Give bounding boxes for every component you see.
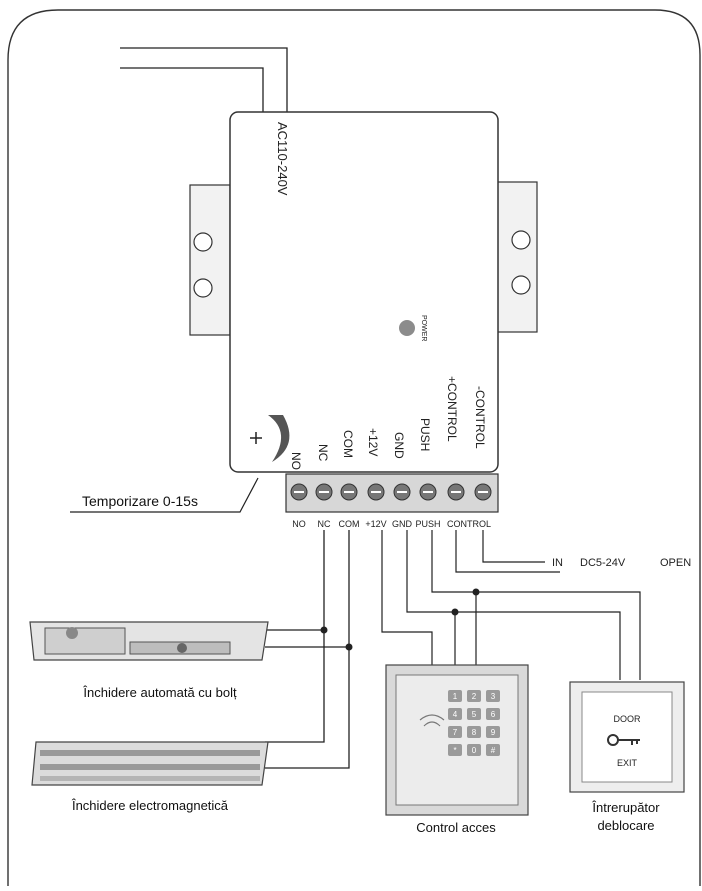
exit-button-door-text: DOOR (614, 714, 642, 724)
gnd-exit-wire (455, 611, 621, 680)
terminal-label-no: NO (289, 452, 303, 470)
power-led-label: POWER (420, 315, 427, 341)
control-open-label: OPEN (660, 557, 691, 569)
bottom-label-gnd: GND (392, 519, 413, 529)
bottom-label-12v: +12V (365, 519, 386, 529)
ac-wire-1 (120, 47, 288, 112)
pos-control-wire (455, 530, 560, 573)
key-star: * (453, 746, 456, 755)
exit-button-label-line2: deblocare (597, 818, 654, 833)
terminal-label-neg-control: -CONTROL (473, 386, 487, 449)
power-led (399, 320, 415, 336)
mount-hole (511, 275, 531, 295)
delay-label: Temporizare 0-15s (82, 493, 198, 509)
right-mounting-flange (494, 181, 538, 333)
bolt-lock (29, 621, 269, 661)
exit-button (569, 681, 685, 793)
terminal-label-pos-control: +CONTROL (445, 376, 459, 442)
magnetic-lock-label: Închidere electromagnetică (71, 798, 229, 813)
key-9: 9 (491, 728, 496, 737)
junction-dot (345, 643, 353, 651)
access-control-label: Control acces (416, 820, 496, 835)
bottom-label-control: CONTROL (447, 519, 491, 529)
bottom-label-no: NO (292, 519, 306, 529)
delay-knob (250, 415, 290, 462)
key-5: 5 (472, 710, 477, 719)
mount-hole (511, 230, 531, 250)
push-exit-wire (476, 591, 641, 680)
key-4: 4 (453, 710, 458, 719)
control-in-label: IN (552, 557, 563, 569)
key-0: 0 (472, 746, 477, 755)
delay-pointer-line (70, 477, 259, 513)
com-wire (265, 530, 350, 769)
bottom-label-com: COM (339, 519, 360, 529)
key-7: 7 (453, 728, 458, 737)
control-voltage-label: DC5-24V (580, 557, 626, 569)
nc-wire (265, 530, 325, 743)
outer-frame-left (7, 9, 59, 886)
terminal-screws (290, 483, 492, 501)
mount-hole (193, 232, 213, 252)
terminal-label-nc: NC (316, 444, 330, 462)
left-mounting-flange (189, 184, 231, 336)
bottom-label-push: PUSH (415, 519, 440, 529)
ac-wire-2 (120, 67, 264, 112)
key-hash: # (491, 746, 496, 755)
terminal-label-push: PUSH (418, 418, 432, 451)
junction-dot (451, 608, 459, 616)
outer-frame-right (58, 9, 701, 886)
terminal-label-12v: +12V (366, 428, 380, 456)
12v-wire (381, 530, 433, 665)
access-control-keypad (385, 664, 529, 816)
exit-button-label-line1: Întrerupător (591, 800, 660, 815)
magnetic-lock (31, 741, 269, 786)
key-3: 3 (491, 692, 496, 701)
key-6: 6 (491, 710, 496, 719)
junction-dot (320, 626, 328, 634)
neg-control-wire (482, 530, 545, 563)
terminal-label-com: COM (341, 430, 355, 458)
keypad-key-labels: 1 2 3 4 5 6 7 8 9 * 0 # (453, 692, 496, 755)
terminal-label-gnd: GND (392, 432, 406, 459)
junction-dot (472, 588, 480, 596)
key-8: 8 (472, 728, 477, 737)
key-1: 1 (453, 692, 458, 701)
power-supply-body (229, 111, 499, 473)
mount-hole (193, 278, 213, 298)
bottom-label-nc: NC (318, 519, 331, 529)
exit-button-exit-text: EXIT (617, 758, 638, 768)
push-wire (431, 530, 477, 665)
ac-input-label: AC110-240V (275, 122, 290, 196)
bolt-lock-label: Închidere automată cu bolț (82, 685, 237, 700)
key-2: 2 (472, 692, 477, 701)
gnd-wire (406, 530, 456, 665)
